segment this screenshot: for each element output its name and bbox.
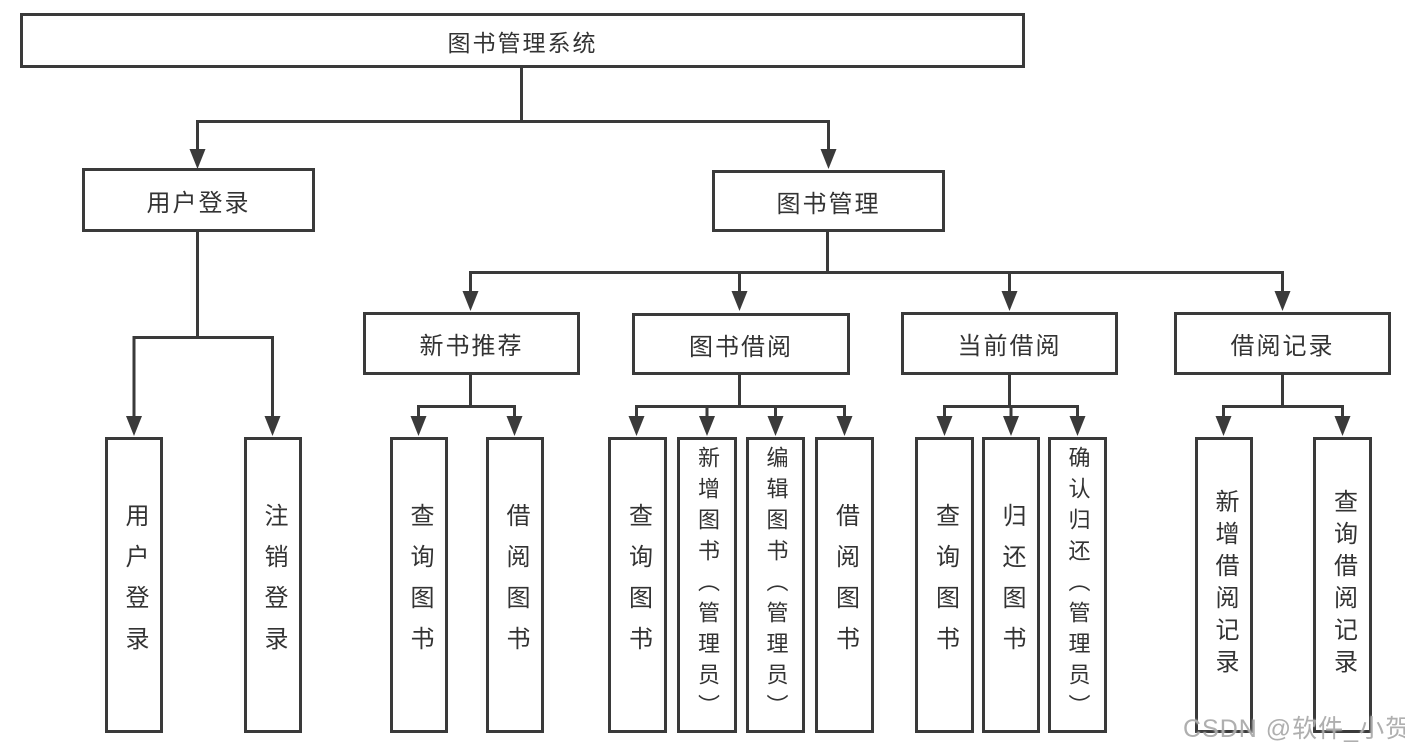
- leaf-borrow-books-recommend: 借阅图书: [486, 437, 544, 733]
- node-book-borrow: 图书借阅: [632, 313, 850, 375]
- leaf-logout: 注销登录: [244, 437, 302, 733]
- leaf-add-books-admin: 新增图书（管理员）: [677, 437, 737, 733]
- node-new-book-recommend: 新书推荐: [363, 312, 580, 375]
- node-current-borrow: 当前借阅: [901, 312, 1118, 375]
- leaf-confirm-return-admin: 确认归还（管理员）: [1048, 437, 1107, 733]
- leaf-borrow-books: 借阅图书: [815, 437, 874, 733]
- leaf-user-login: 用户登录: [105, 437, 163, 733]
- leaf-return-books: 归还图书: [982, 437, 1040, 733]
- leaf-edit-books-admin: 编辑图书（管理员）: [746, 437, 805, 733]
- leaf-query-books-borrow: 查询图书: [608, 437, 667, 733]
- node-book-management: 图书管理: [712, 170, 945, 232]
- node-borrow-records: 借阅记录: [1174, 312, 1391, 375]
- arrowhead-icons: [126, 149, 1351, 436]
- node-user-login: 用户登录: [82, 168, 315, 232]
- leaf-add-borrow-record: 新增借阅记录: [1195, 437, 1253, 733]
- watermark: CSDN @软件_小贺同学: [1183, 715, 1405, 743]
- node-library-system-root: 图书管理系统: [20, 13, 1025, 68]
- leaf-query-books-current: 查询图书: [915, 437, 974, 733]
- leaf-query-borrow-record: 查询借阅记录: [1313, 437, 1372, 733]
- leaf-query-books-recommend: 查询图书: [390, 437, 448, 733]
